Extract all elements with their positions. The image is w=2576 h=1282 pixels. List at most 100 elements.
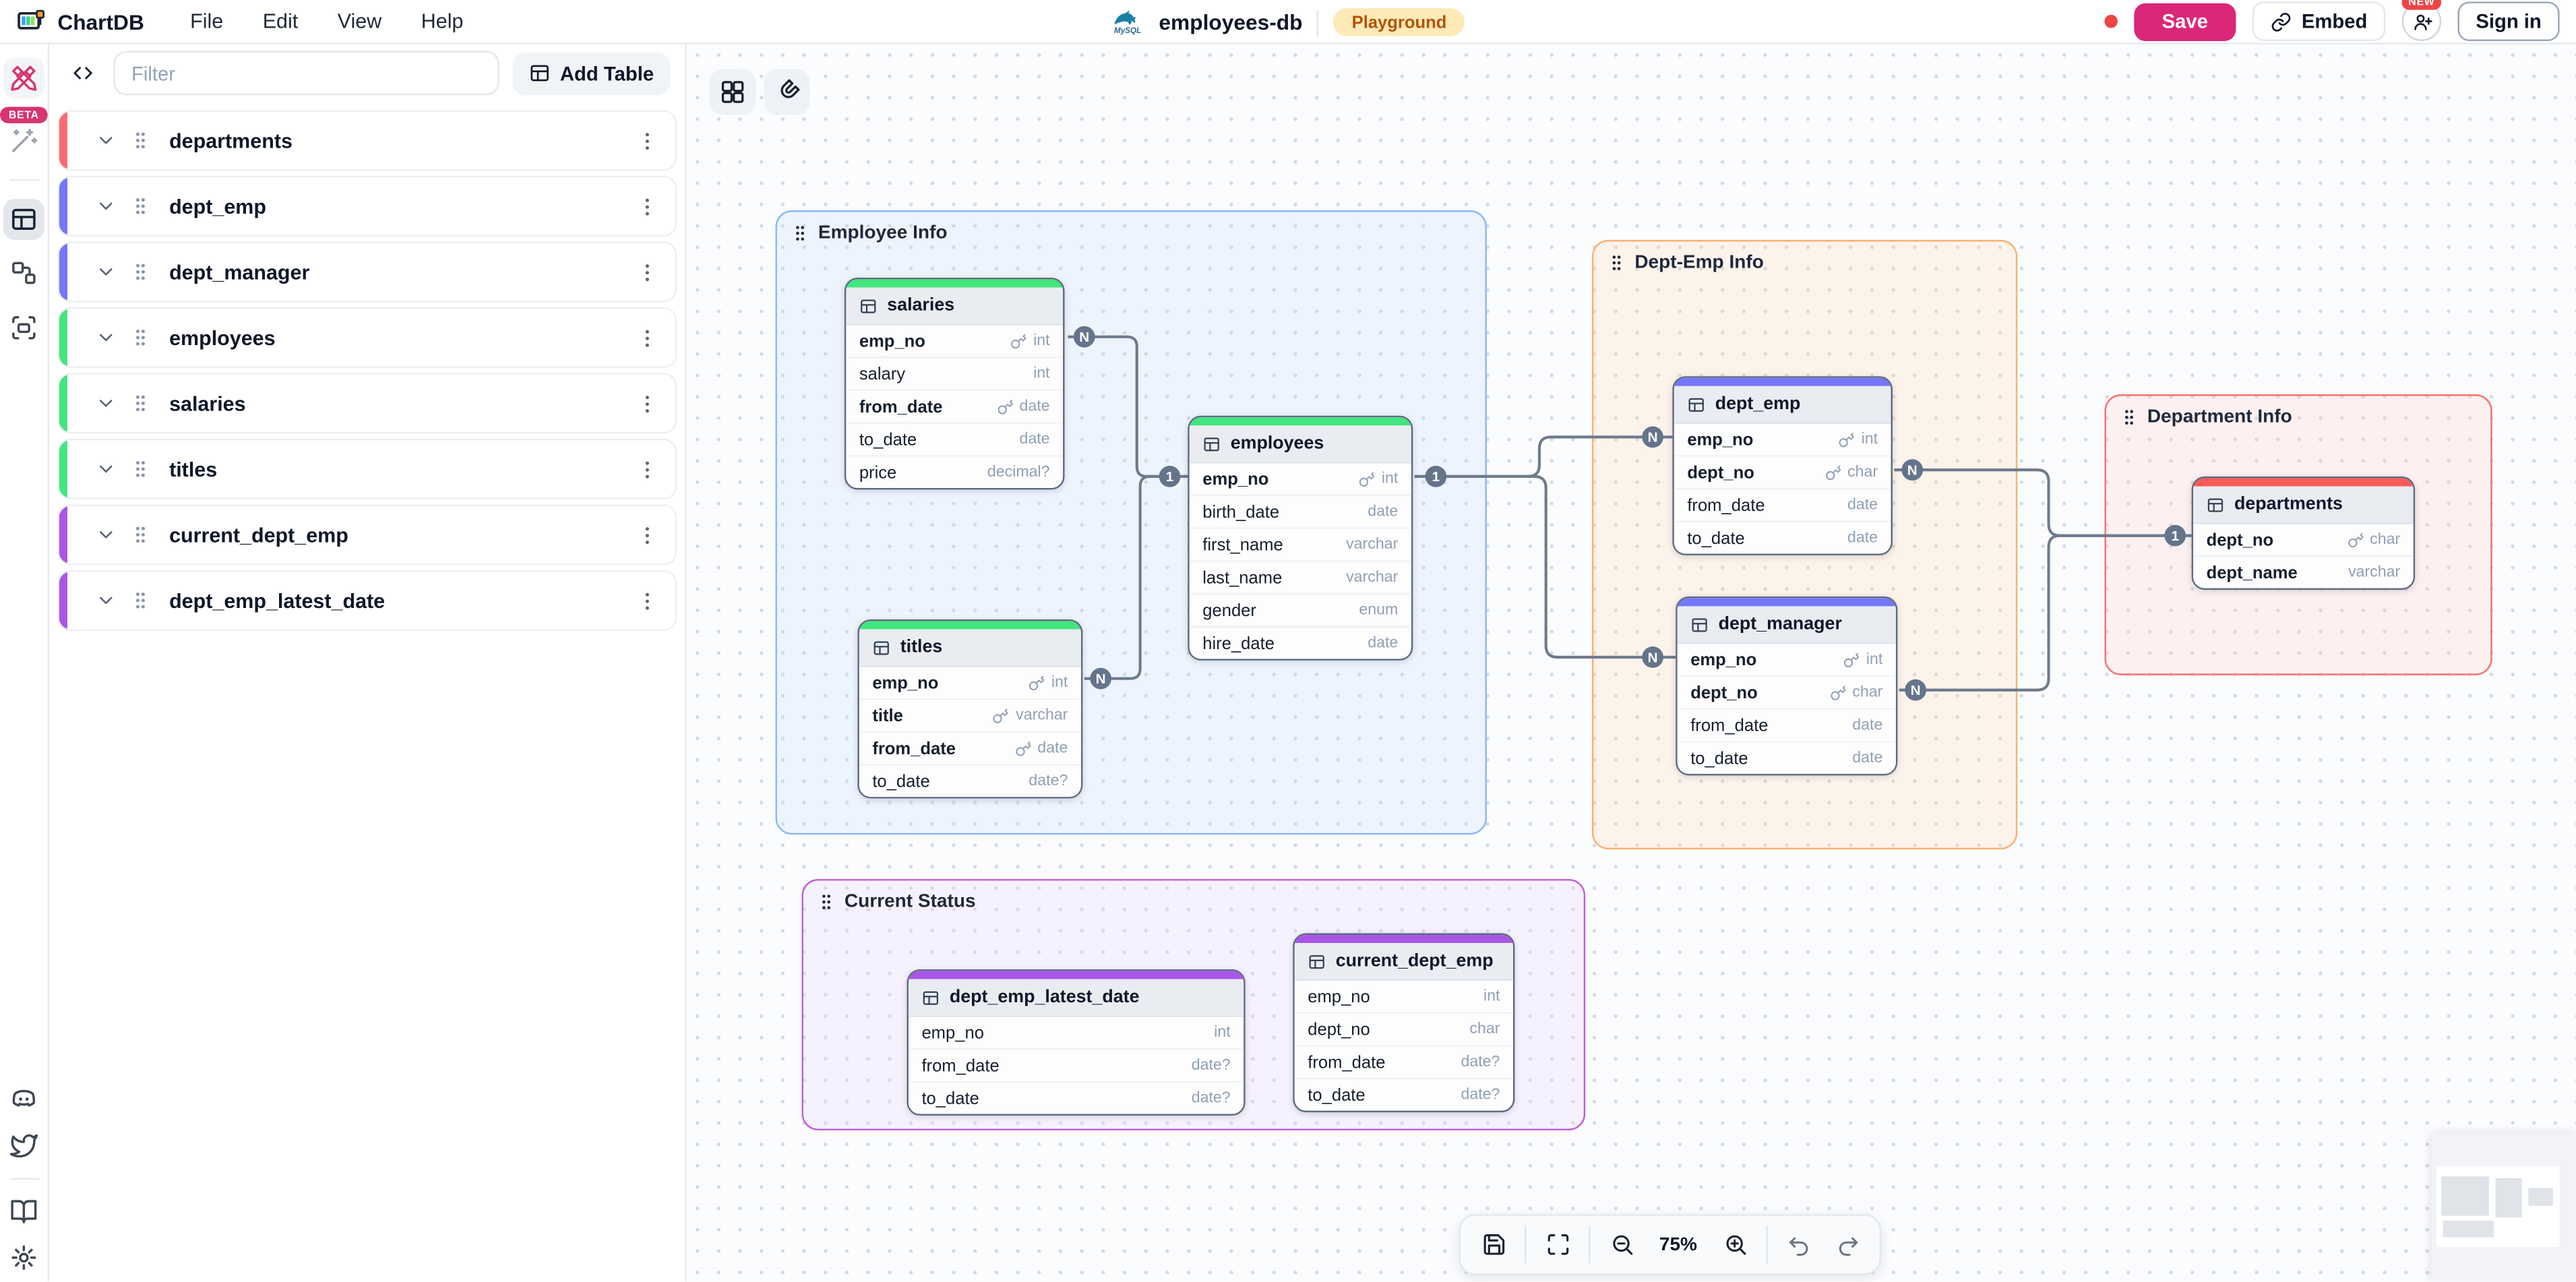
- zoom-in-button[interactable]: [1713, 1223, 1756, 1266]
- add-table-button[interactable]: Add Table: [512, 51, 671, 95]
- table-header: dept_emp: [1674, 386, 1891, 423]
- cardinality-badge: 1: [1425, 466, 1447, 487]
- filter-input[interactable]: [113, 51, 499, 96]
- field-row: to_date date?: [908, 1080, 1244, 1114]
- table-list-item-salaries[interactable]: salaries: [57, 373, 677, 434]
- fit-view-button[interactable]: [1536, 1223, 1578, 1266]
- table-menu-button[interactable]: [636, 589, 658, 612]
- menu-edit[interactable]: Edit: [262, 9, 299, 33]
- table-node-titles[interactable]: titles emp_no int title varchar from_dat…: [857, 619, 1083, 799]
- table-list-item-dept_emp_latest_date[interactable]: dept_emp_latest_date: [57, 570, 677, 631]
- save-button[interactable]: Save: [2134, 2, 2236, 40]
- table-node-dept_emp_latest_date[interactable]: dept_emp_latest_date emp_no int from_dat…: [907, 969, 1246, 1116]
- menu-help[interactable]: Help: [421, 9, 464, 33]
- table-list: departments dept_emp dept_manager: [49, 102, 685, 639]
- embed-button[interactable]: Embed: [2252, 1, 2386, 41]
- magic-wand-icon: [10, 127, 38, 154]
- table-list-item-dept_manager[interactable]: dept_manager: [57, 241, 677, 303]
- diagram-canvas[interactable]: Employee Info Dept-Emp Info Department I…: [686, 44, 2576, 1282]
- tables-tab-button[interactable]: [3, 198, 44, 240]
- cardinality-badge: N: [1642, 426, 1663, 448]
- editor-brand-button[interactable]: [3, 57, 44, 99]
- table-icon: [1687, 395, 1705, 413]
- account-button[interactable]: NEW: [2401, 0, 2442, 41]
- table-menu-button[interactable]: [636, 458, 658, 481]
- twitter-link[interactable]: [10, 1132, 38, 1159]
- redo-icon: [1835, 1232, 1860, 1257]
- edge-salaries-employees: [1068, 335, 1188, 478]
- field-row: to_date date: [1674, 520, 1891, 554]
- table-node-departments[interactable]: departments dept_no char dept_name varch…: [2191, 476, 2416, 590]
- table-color-bar: [1189, 417, 1411, 426]
- docs-button[interactable]: [10, 1198, 38, 1225]
- table-list-item-dept_emp[interactable]: dept_emp: [57, 175, 677, 237]
- menu-file[interactable]: File: [190, 9, 224, 33]
- save-diagram-button[interactable]: [1472, 1223, 1514, 1266]
- table-list-item-departments[interactable]: departments: [57, 110, 677, 171]
- relationships-tab-button[interactable]: [3, 253, 44, 294]
- table-list-item-employees[interactable]: employees: [57, 307, 677, 368]
- zoom-out-button[interactable]: [1600, 1223, 1643, 1266]
- field-row: birth_date date: [1189, 494, 1411, 528]
- drag-handle-icon[interactable]: [130, 195, 152, 217]
- table-menu-button[interactable]: [636, 392, 658, 415]
- chevron-down-icon[interactable]: [95, 393, 117, 415]
- field-row: hire_date date: [1189, 625, 1411, 659]
- view-code-button[interactable]: [64, 55, 100, 92]
- table-node-dept_manager[interactable]: dept_manager emp_no int dept_no char fro…: [1676, 596, 1898, 776]
- gear-icon: [10, 1244, 38, 1271]
- table-menu-button[interactable]: [636, 326, 658, 349]
- zoom-level[interactable]: 75%: [1659, 1234, 1698, 1255]
- chevron-down-icon[interactable]: [95, 327, 117, 348]
- table-color-bar: [846, 279, 1064, 288]
- field-row: to_date date: [1677, 741, 1896, 774]
- drag-handle-icon[interactable]: [130, 590, 152, 611]
- minimap[interactable]: [2431, 1133, 2576, 1282]
- drag-handle-icon[interactable]: [130, 524, 152, 546]
- field-row: dept_no char: [2193, 522, 2414, 555]
- diagram-name[interactable]: employees-db: [1159, 9, 1303, 35]
- drag-handle-icon[interactable]: [130, 393, 152, 415]
- table-node-dept_emp[interactable]: dept_emp emp_no int dept_no char from_da…: [1672, 376, 1893, 555]
- table-node-employees[interactable]: employees emp_no int birth_date date fir…: [1188, 415, 1413, 661]
- table-menu-button[interactable]: [636, 129, 658, 152]
- undo-button[interactable]: [1777, 1223, 1820, 1266]
- chevron-down-icon[interactable]: [95, 590, 117, 611]
- table-menu-button[interactable]: [636, 260, 658, 283]
- chevron-down-icon[interactable]: [95, 130, 117, 152]
- ai-assistant-button[interactable]: [3, 120, 44, 161]
- sign-in-button[interactable]: Sign in: [2457, 1, 2560, 41]
- arrange-grid-button[interactable]: [710, 69, 756, 115]
- snap-magnet-button[interactable]: [764, 69, 810, 115]
- table-list-item-current_dept_emp[interactable]: current_dept_emp: [57, 504, 677, 566]
- settings-button[interactable]: [10, 1244, 38, 1271]
- table-color-bar: [59, 440, 67, 498]
- dependencies-tab-button[interactable]: [3, 307, 44, 348]
- table-node-salaries[interactable]: salaries emp_no int salary int from_date…: [844, 277, 1065, 490]
- table-menu-button[interactable]: [636, 195, 658, 218]
- field-row: emp_no int: [846, 324, 1064, 357]
- drag-handle-icon[interactable]: [130, 458, 152, 480]
- table-node-current_dept_emp[interactable]: current_dept_emp emp_no int dept_no char…: [1293, 933, 1515, 1113]
- chevron-down-icon[interactable]: [95, 262, 117, 283]
- chevron-down-icon[interactable]: [95, 524, 117, 546]
- drag-handle-icon[interactable]: [130, 327, 152, 348]
- table-color-bar: [859, 621, 1081, 630]
- drag-handle-icon[interactable]: [130, 262, 152, 283]
- table-list-item-titles[interactable]: titles: [57, 438, 677, 499]
- discord-link[interactable]: [10, 1086, 38, 1113]
- area-label-row: Employee Info: [777, 212, 1485, 254]
- table-icon: [859, 297, 878, 315]
- field-row: emp_no int: [1674, 422, 1891, 456]
- drag-handle-icon[interactable]: [130, 130, 152, 152]
- menu-view[interactable]: View: [337, 9, 382, 33]
- redo-button[interactable]: [1825, 1223, 1868, 1266]
- chevron-down-icon[interactable]: [95, 195, 117, 217]
- table-menu-button[interactable]: [636, 523, 658, 546]
- mysql-dolphin-icon: [1111, 7, 1144, 29]
- area-label: Employee Info: [818, 223, 948, 243]
- chevron-down-icon[interactable]: [95, 458, 117, 480]
- field-row: dept_name varchar: [2193, 555, 2414, 588]
- header-actions: Save Embed NEW Sign in: [2104, 0, 2560, 41]
- table-header: departments: [2193, 486, 2414, 523]
